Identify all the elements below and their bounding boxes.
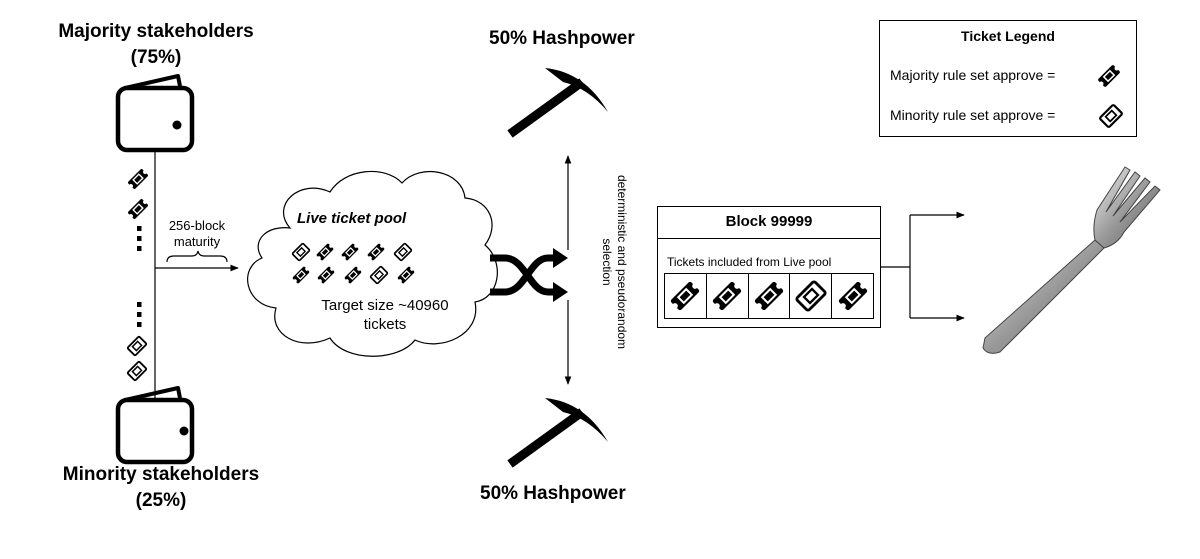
pickaxe-icon-top [507,68,608,138]
ticket-icon-majority [710,279,745,313]
ticket-icon-majority [126,197,150,221]
ticket-icon-majority [126,167,150,191]
ticket-icon-majority [751,279,786,313]
pickaxe-icon-bottom [507,398,608,468]
ticket-icon-majority-legend [1096,63,1122,89]
ticket-icon-majority [835,279,870,313]
pool-target-size: Target size ~40960 tickets [300,296,470,334]
majority-stakeholders-label: Majority stakeholders (75%) [0,19,312,71]
block-ticket-cell [790,274,833,318]
block-ticket-row [664,273,874,319]
ticket-legend: Ticket Legend Majority rule set approve … [879,20,1137,137]
block-subtitle: Tickets included from Live pool [667,255,832,269]
block-ticket-cell [707,274,749,318]
shuffle-icon [490,248,568,302]
block-box: Block 99999 Tickets included from Live p… [657,206,881,328]
selection-label-line1: deterministic and pseudorandom [615,174,629,350]
hashpower-bottom-label: 50% Hashpower [480,483,626,504]
hashpower-top-label: 50% Hashpower [489,28,635,49]
selection-label: deterministic and pseudorandom selection [594,167,634,367]
block-ticket-cell [665,274,707,318]
minority-stakeholders-label: Minority stakeholders (25%) [0,462,322,514]
maturity-label: 256-block maturity [157,218,237,250]
ticket-icon-minority [126,335,148,357]
selection-label-line2: selection [600,238,614,286]
wallet-icon-majority [115,74,195,153]
majority-label-line1: Majority stakeholders [58,21,254,42]
legend-title: Ticket Legend [961,28,1055,44]
ticket-icon-minority [794,279,828,313]
pool-target-line1: Target size ~40960 [321,297,449,314]
block-ticket-cell [832,274,873,318]
fork-icon [982,166,1161,354]
live-ticket-pool-cloud [247,170,498,357]
maturity-label-line2: maturity [173,234,221,249]
minority-label-line1: Minority stakeholders [62,464,260,485]
block-ticket-cell [749,274,791,318]
pool-target-line2: tickets [363,316,407,333]
ticket-icon-majority [668,279,703,313]
majority-label-line2: (75%) [130,47,182,68]
maturity-brace [166,250,228,263]
legend-majority-label: Majority rule set approve = [890,67,1056,83]
minority-label-line2: (25%) [135,490,187,511]
wallet-icon-minority [115,386,195,465]
live-ticket-pool-title: Live ticket pool [297,210,407,227]
legend-minority-label: Minority rule set approve = [890,107,1056,123]
ticket-icon-minority [126,360,148,382]
maturity-label-line1: 256-block [168,218,226,233]
block-title: Block 99999 [658,207,880,239]
ticket-icon-minority-legend [1098,103,1124,129]
